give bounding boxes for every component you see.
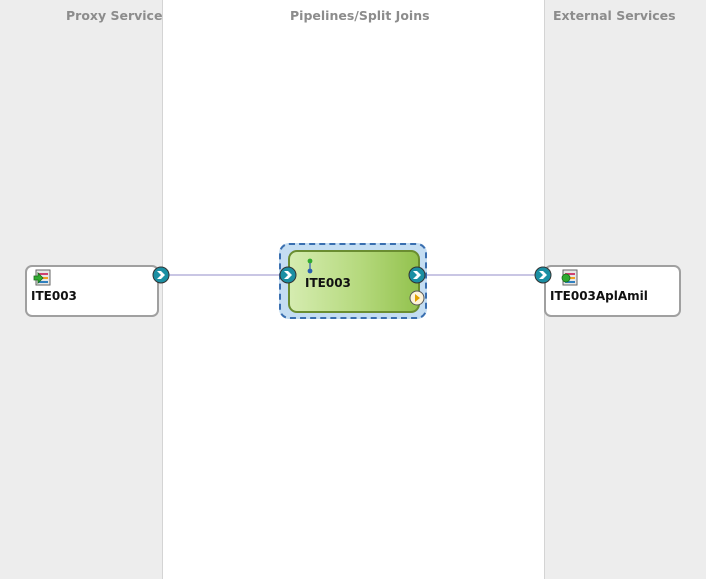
proxy-output-port-icon[interactable] — [152, 266, 170, 284]
pipeline-label: ITE003 — [305, 276, 351, 290]
proxy-services-title: Proxy Services — [66, 8, 170, 23]
pipeline-output-port-icon[interactable] — [408, 266, 426, 284]
proxy-service-icon — [33, 269, 51, 286]
business-service-icon — [561, 269, 578, 286]
external-services-title: External Services — [553, 8, 676, 23]
pipeline-error-port-icon[interactable] — [409, 290, 425, 306]
proxy-service-node[interactable]: ITE003 — [25, 265, 159, 317]
pipelines-title: Pipelines/Split Joins — [290, 8, 430, 23]
proxy-service-label: ITE003 — [31, 289, 77, 303]
business-service-node[interactable]: ITE003AplAmil — [544, 265, 681, 317]
pipeline-to-business-connector[interactable] — [425, 274, 541, 276]
pipeline-node[interactable]: ITE003 — [288, 250, 420, 313]
proxy-to-pipeline-connector[interactable] — [168, 274, 282, 276]
pipeline-input-port-icon[interactable] — [279, 266, 297, 284]
pipeline-stage-icon — [307, 258, 313, 274]
business-input-port-icon[interactable] — [534, 266, 552, 284]
business-service-label: ITE003AplAmil — [550, 289, 648, 303]
